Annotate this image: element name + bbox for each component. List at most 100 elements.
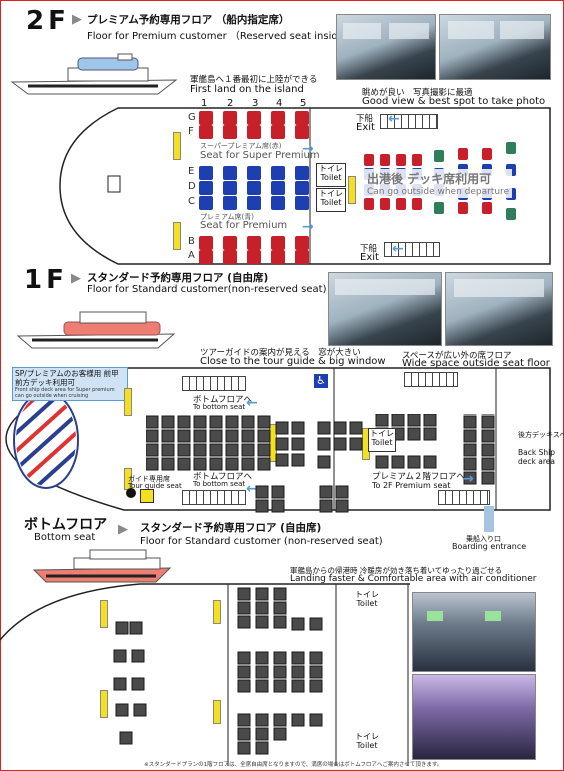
seat-super-premium[interactable] <box>223 250 237 264</box>
space-jp: スペースが広い外の席フロア <box>402 351 512 361</box>
seat-premium[interactable] <box>199 181 213 195</box>
seat-super-premium[interactable] <box>247 111 261 125</box>
exit-stairs-upper[interactable] <box>380 114 438 129</box>
arrow-right-icon: → <box>462 471 474 487</box>
seat-premium[interactable] <box>271 196 285 210</box>
first-land-en: First land on the island <box>190 84 304 95</box>
seat-premium[interactable] <box>223 181 237 195</box>
deck-door-marker <box>173 222 181 250</box>
arrow-left-icon: ← <box>246 395 258 411</box>
arrow-left-icon: ← <box>388 111 400 127</box>
seat-super-premium[interactable] <box>199 250 213 264</box>
ship-1f-illustration <box>16 311 176 349</box>
exit-lower-jp: 下船 <box>360 244 378 254</box>
super-premium-jp: スーパープレミアム席(赤) <box>200 142 282 150</box>
seat-super-premium[interactable] <box>199 236 213 250</box>
seat-premium[interactable] <box>199 166 213 180</box>
seat-premium[interactable] <box>295 181 309 195</box>
bottom-label-en: Bottom seat <box>34 532 96 543</box>
seat-premium[interactable] <box>223 166 237 180</box>
seat-premium[interactable] <box>247 196 261 210</box>
stairs-to-bottom-upper[interactable] <box>182 376 246 391</box>
photo-bottom-cabin-1 <box>412 592 536 672</box>
back-deck-en: Back Ship deck area <box>518 448 555 466</box>
to-premium2f-en: To 2F Premium seat <box>372 481 451 490</box>
row-letter: E <box>188 166 195 177</box>
exit-upper-jp: 下船 <box>356 114 374 124</box>
floor2-title-jp: プレミアム予約専用フロア （船内指定席） <box>87 14 290 26</box>
col-number: 4 <box>276 98 283 109</box>
play-icon: ▶ <box>118 522 128 537</box>
photo-bottom-cabin-2 <box>412 674 536 760</box>
seat-super-premium[interactable] <box>295 250 309 264</box>
seat-premium[interactable] <box>271 166 285 180</box>
seat-premium[interactable] <box>247 166 261 180</box>
deck-notice-en: Can go outside when departure <box>367 187 510 197</box>
stairs-to-bottom-lower[interactable] <box>182 490 246 505</box>
seat-super-premium[interactable] <box>223 236 237 250</box>
exit-lower-en: Exit <box>360 252 379 263</box>
floor2-title-en: Floor for Premium customer （Reserved sea… <box>87 31 354 42</box>
view-en: Good view & best spot to take photo <box>362 96 546 107</box>
deck-door-marker <box>173 132 181 160</box>
col-number: 2 <box>227 98 234 109</box>
seat-row-a <box>199 250 309 264</box>
play-icon: ▶ <box>71 271 81 286</box>
seat-row-b <box>199 236 309 250</box>
ship-2f-illustration <box>10 53 178 95</box>
row-letter: D <box>188 181 196 192</box>
photo-1f-cabin-1 <box>328 272 442 346</box>
bottom-title-en: Floor for Standard customer (non-reserve… <box>140 536 383 547</box>
to-premium2f-jp: プレミアム２階フロアへ <box>372 472 465 482</box>
landing-en: Landing faster & Comfortable area with a… <box>290 574 537 584</box>
super-premium-en: Seat for Super Premium <box>200 150 320 161</box>
seat-super-premium[interactable] <box>223 111 237 125</box>
guide-en: Close to the tour guide & big window <box>200 356 386 367</box>
seat-super-premium[interactable] <box>295 111 309 125</box>
seat-super-premium[interactable] <box>271 250 285 264</box>
exit-stairs-lower[interactable] <box>384 242 440 257</box>
seat-row-c <box>199 196 309 210</box>
seat-super-premium[interactable] <box>247 250 261 264</box>
row-letter: B <box>188 236 195 247</box>
seat-row-g <box>199 111 309 125</box>
seat-super-premium[interactable] <box>295 125 309 139</box>
seat-row-d <box>199 181 309 195</box>
floor1-label: 1F <box>24 265 68 295</box>
seat-super-premium[interactable] <box>199 125 213 139</box>
front-deck-en: Front ship deck area for Super premium c… <box>15 387 115 399</box>
photo-1f-cabin-2 <box>445 272 553 346</box>
seat-premium[interactable] <box>223 196 237 210</box>
bottom-label-jp: ボトムフロア <box>24 517 108 533</box>
seat-premium[interactable] <box>295 166 309 180</box>
seat-premium[interactable] <box>271 181 285 195</box>
floor2-label: 2F <box>26 6 70 36</box>
landing-jp: 軍艦島からの帰港時 冷暖房が効き落ち着いてゆったり過ごせる <box>290 566 503 575</box>
exit-upper-en: Exit <box>356 122 375 133</box>
photo-2f-cabin-2 <box>439 14 551 80</box>
seat-premium[interactable] <box>199 196 213 210</box>
seat-super-premium[interactable] <box>271 125 285 139</box>
deck-door-marker <box>100 690 108 718</box>
seat-super-premium[interactable] <box>247 125 261 139</box>
deck-door-marker <box>213 700 221 724</box>
seat-super-premium[interactable] <box>223 125 237 139</box>
front-deck-jp: SP/プレミアムのお客様用 前甲前方デッキ利用可 <box>15 369 119 387</box>
seat-super-premium[interactable] <box>271 111 285 125</box>
space-en: Wide space outside seat floor <box>402 358 550 369</box>
seat-super-premium[interactable] <box>247 236 261 250</box>
seat-premium[interactable] <box>295 196 309 210</box>
seat-premium[interactable] <box>247 181 261 195</box>
stairs-outside-upper[interactable] <box>404 372 458 387</box>
deck-door-marker <box>348 176 356 204</box>
row-letter: C <box>188 196 195 207</box>
deck-door-marker <box>213 600 221 624</box>
seat-super-premium[interactable] <box>199 111 213 125</box>
arrow-left-icon: ← <box>246 481 258 497</box>
seat-row-f <box>199 125 309 139</box>
guide-seat-en: Tour guide seat <box>128 482 182 490</box>
seat-super-premium[interactable] <box>295 236 309 250</box>
stairs-outside-lower[interactable] <box>438 490 490 505</box>
seat-super-premium[interactable] <box>271 236 285 250</box>
